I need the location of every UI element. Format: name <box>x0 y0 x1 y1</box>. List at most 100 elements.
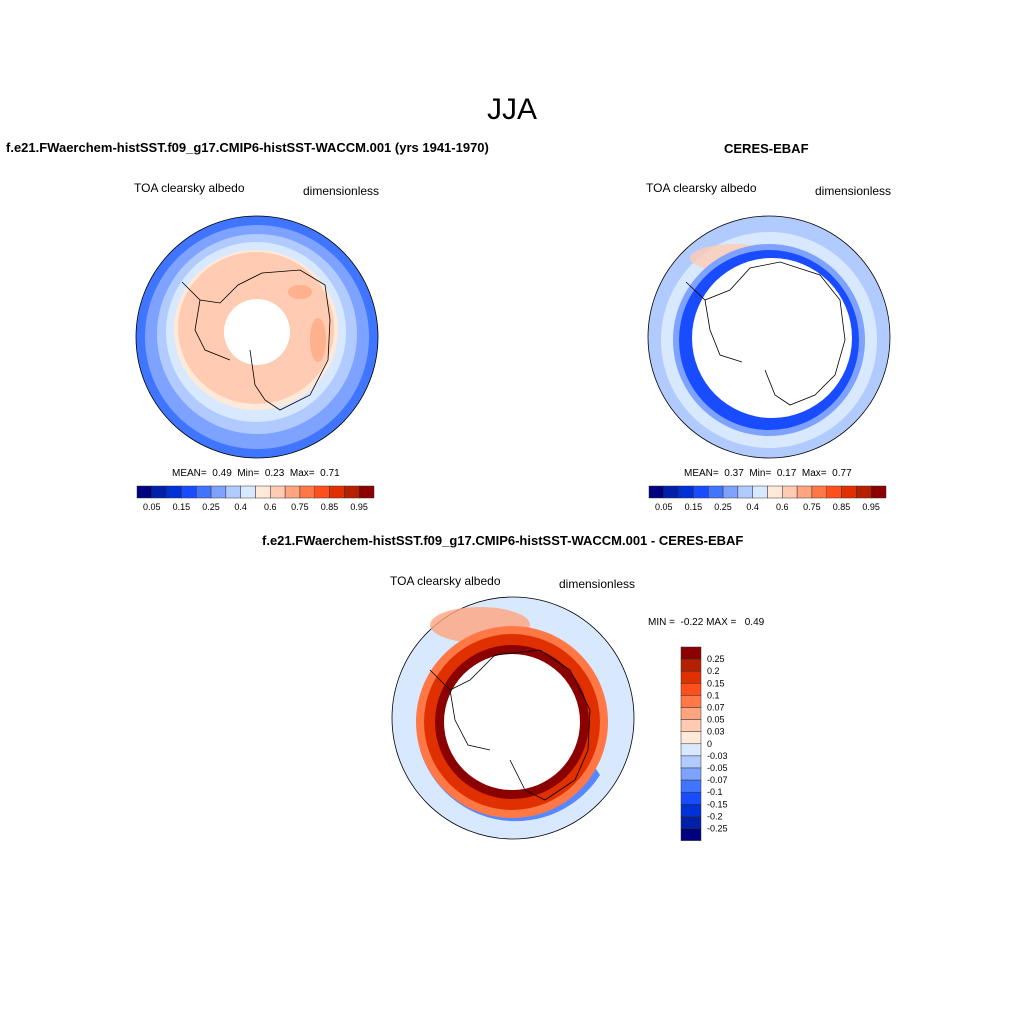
max-value: 0.71 <box>320 468 340 479</box>
colorbar-box <box>680 767 702 781</box>
colorbar-box <box>680 779 702 793</box>
colorbar-label: 0.03 <box>707 727 725 737</box>
colorbar-box <box>680 670 702 684</box>
panel3-variable-label: TOA clearsky albedo <box>390 574 501 588</box>
colorbar-box <box>284 485 301 499</box>
colorbar-box <box>680 658 702 672</box>
mean-label: MEAN= <box>684 468 719 479</box>
colorbar-box <box>680 804 702 817</box>
colorbar-label: -0.2 <box>707 811 723 821</box>
colorbar-label: 0.25 <box>714 502 732 512</box>
min-value: -0.22 <box>680 617 704 628</box>
colorbar-label: 0.25 <box>707 654 725 664</box>
colorbar-label: 0.6 <box>776 502 789 512</box>
colorbar-label: 0.85 <box>833 502 851 512</box>
panel3-units-label: dimensionless <box>559 577 636 591</box>
panel1-title: f.e21.FWaerchem-histSST.f09_g17.CMIP6-hi… <box>6 140 489 155</box>
colorbar-label: -0.05 <box>707 763 728 773</box>
colorbar-label: 0.75 <box>803 502 821 512</box>
mean-value: 0.37 <box>724 468 744 479</box>
colorbar-box <box>826 485 842 499</box>
colorbar-box <box>648 485 665 499</box>
colorbar-label: 0.15 <box>685 502 703 512</box>
max-label: Max= <box>289 468 315 479</box>
panel1-stats: MEAN= 0.49 Min= 0.23 Max= 0.71 <box>172 468 340 479</box>
panel2-units-label: dimensionless <box>815 184 892 198</box>
panel1-units-label: dimensionless <box>303 184 380 198</box>
colorbar-box <box>796 485 813 499</box>
colorbar-box <box>680 791 702 805</box>
panel2-stats: MEAN= 0.37 Min= 0.17 Max= 0.77 <box>684 468 852 479</box>
panel2-title: CERES-EBAF <box>724 141 809 156</box>
colorbar-label: 0.75 <box>291 502 309 512</box>
colorbar-box <box>680 646 702 660</box>
colorbar-label: -0.07 <box>707 775 728 785</box>
colorbar-box <box>358 485 375 499</box>
colorbar-panel2: 0.05 0.15 0.25 0.4 0.6 0.75 0.85 0.95 <box>648 485 887 512</box>
colorbar-box <box>196 485 212 499</box>
colorbar-box <box>737 485 753 499</box>
colorbar-box <box>782 485 798 499</box>
max-value: 0.49 <box>744 617 765 628</box>
colorbar-box <box>255 485 271 499</box>
colorbar-label: -0.15 <box>707 799 728 809</box>
colorbar-label: 0.95 <box>350 502 368 512</box>
colorbar-box <box>811 485 827 499</box>
colorbar-box <box>680 695 702 708</box>
colorbar-label: 0.05 <box>707 715 725 725</box>
figure-title: JJA <box>486 93 537 126</box>
colorbar-box <box>870 485 887 499</box>
min-label: Min= <box>749 468 772 479</box>
colorbar-label: 0.95 <box>862 502 880 512</box>
coastline <box>685 261 846 406</box>
colorbar-box <box>693 485 709 499</box>
colorbar-box <box>678 485 694 499</box>
colorbar-box <box>210 485 227 499</box>
colorbar-box <box>344 485 360 499</box>
colorbar-box <box>136 485 153 499</box>
colorbar-box <box>329 485 345 499</box>
colorbar-label: 0.4 <box>746 502 759 512</box>
colorbar-box <box>841 485 857 499</box>
colorbar-label: 0.6 <box>264 502 277 512</box>
colorbar-box <box>680 731 702 745</box>
colorbar-box <box>680 707 702 720</box>
colorbar-label: -0.1 <box>707 787 723 797</box>
colorbar-box <box>722 485 739 499</box>
min-value: 0.17 <box>776 468 797 479</box>
max-label: Max= <box>801 468 827 479</box>
colorbar-box <box>680 719 702 732</box>
colorbar-label: 0.85 <box>321 502 339 512</box>
colorbar-box <box>767 485 783 499</box>
colorbar-box <box>314 485 330 499</box>
colorbar-label: 0.25 <box>202 502 220 512</box>
colorbar-label: 0 <box>707 739 712 749</box>
panel2-variable-label: TOA clearsky albedo <box>646 181 757 195</box>
colorbar-box <box>225 485 241 499</box>
colorbar-box <box>663 485 679 499</box>
coastline <box>429 649 591 801</box>
min-label: Min= <box>237 468 260 479</box>
max-value: 0.77 <box>832 468 852 479</box>
panel2-polar-map <box>647 215 891 459</box>
colorbar-box <box>166 485 182 499</box>
colorbar-label: 0.15 <box>173 502 191 512</box>
colorbar-label: 0.05 <box>655 502 673 512</box>
colorbar-box <box>680 816 702 829</box>
colorbar-label: -0.03 <box>707 751 728 761</box>
colorbar-box <box>680 755 702 769</box>
colorbar-difference: 0.250.20.150.10.070.050.030-0.03-0.05-0.… <box>680 646 728 841</box>
colorbar-label: 0.4 <box>234 502 247 512</box>
colorbar-box <box>680 828 702 841</box>
coastline <box>181 269 331 411</box>
min-label: MIN = <box>648 617 675 628</box>
colorbar-box <box>270 485 286 499</box>
mean-value: 0.49 <box>212 468 232 479</box>
colorbar-label: 0.1 <box>707 690 720 700</box>
colorbar-box <box>708 485 724 499</box>
colorbar-label: 0.2 <box>707 666 720 676</box>
max-label: MAX = <box>706 617 737 628</box>
